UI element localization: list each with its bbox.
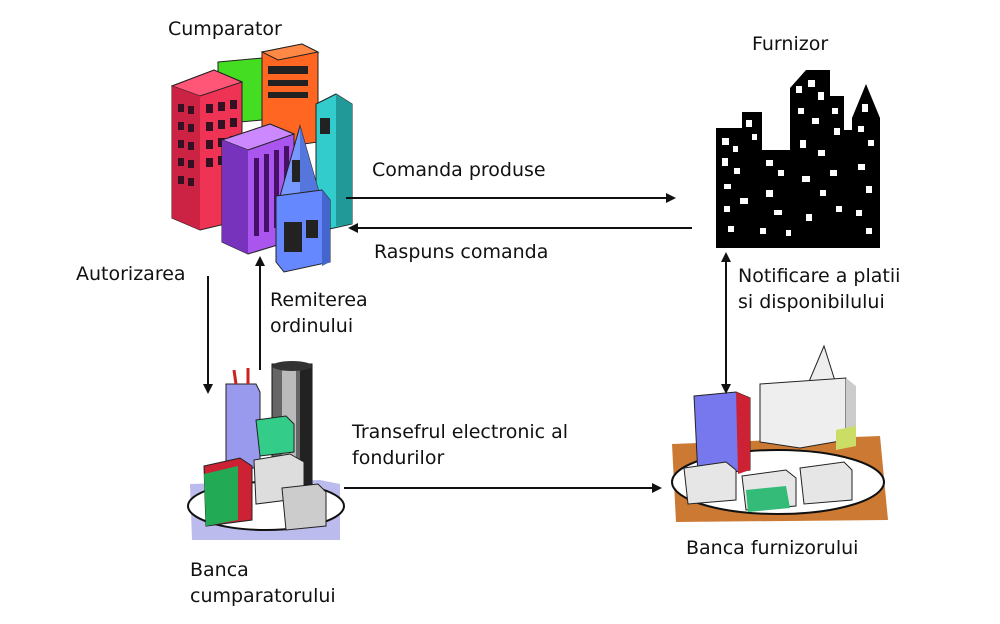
- order-label: Comanda produse: [372, 159, 546, 181]
- transfer-label-line1: Transefrul electronic al: [352, 421, 569, 443]
- notification-label-line1: Notificare a platii: [738, 265, 901, 287]
- authorization-label: Autorizarea: [76, 263, 186, 285]
- buyer-label: Cumparator: [168, 18, 282, 40]
- supplier-label: Furnizor: [752, 33, 829, 55]
- buyer-bank-label-line1: Banca: [190, 559, 249, 581]
- buyer-buildings-icon: [170, 43, 353, 273]
- buyer-bank-label-line2: cumparatorului: [190, 585, 336, 607]
- order-reply-label: Raspuns comanda: [374, 241, 549, 263]
- notification-label-line2: si disponibilului: [738, 291, 885, 313]
- remittance-label-line1: Remiterea: [270, 289, 368, 311]
- supplier-bank-label: Banca furnizorului: [686, 537, 859, 559]
- remittance-label-line2: ordinului: [270, 315, 354, 337]
- buyer-bank-icon: [187, 361, 345, 540]
- transfer-label-line2: fondurilor: [352, 447, 445, 469]
- supplier-bank-icon: [671, 344, 888, 522]
- supplier-city-icon: [716, 70, 880, 248]
